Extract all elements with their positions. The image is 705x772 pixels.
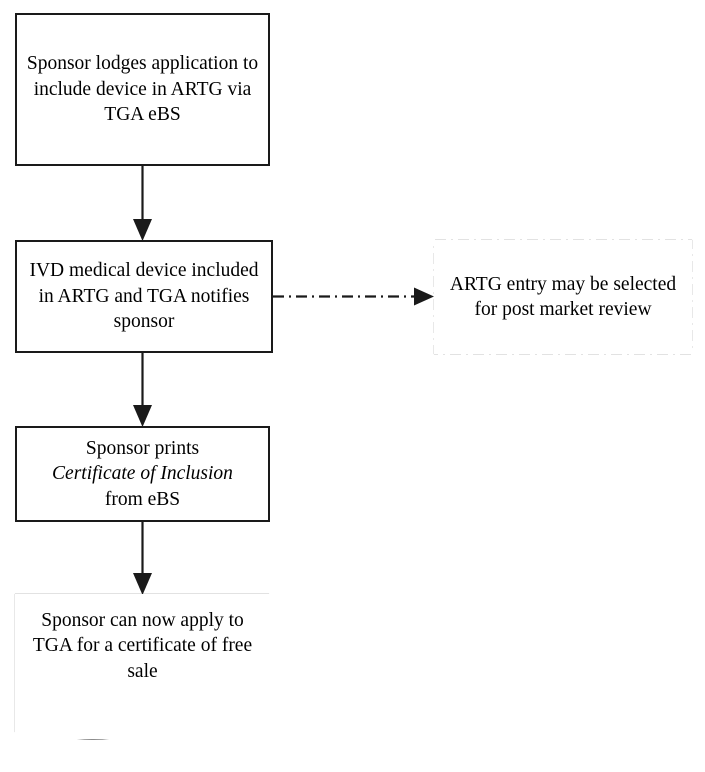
node-label-artg-post-market-review: ARTG entry may be selected for post mark… — [449, 273, 677, 320]
certificate-line-3: from eBS — [104, 488, 181, 510]
certificate-line-1: Sponsor prints — [85, 437, 200, 459]
certificate-line-2-italic: Certificate of Inclusion — [52, 463, 233, 485]
arrowhead-down-icon — [133, 219, 152, 241]
node-ivd-included-in-artg[interactable]: IVD medical device included in ARTG and … — [15, 240, 273, 353]
node-label-sponsor-lodges-application: Sponsor lodges application to include de… — [26, 53, 259, 126]
node-text-wrap: Sponsor can now apply to TGA for a certi… — [15, 608, 270, 684]
node-text-wrap: IVD medical device included in ARTG and … — [17, 258, 271, 334]
node-text-wrap: ARTG entry may be selected for post mark… — [434, 272, 692, 323]
node-sponsor-lodges-application[interactable]: Sponsor lodges application to include de… — [15, 13, 270, 166]
node-label-ivd-included-in-artg: IVD medical device included in ARTG and … — [29, 260, 259, 333]
arrowhead-down-icon — [133, 405, 152, 427]
node-sponsor-apply-free-sale[interactable]: Sponsor can now apply to TGA for a certi… — [15, 594, 270, 739]
node-label-sponsor-apply-free-sale: Sponsor can now apply to TGA for a certi… — [32, 610, 253, 682]
arrowhead-right-icon — [414, 287, 434, 306]
node-artg-post-market-review[interactable]: ARTG entry may be selected for post mark… — [434, 240, 692, 354]
node-text-wrap: Sponsor lodges application to include de… — [17, 51, 268, 127]
arrowhead-down-icon — [133, 573, 152, 595]
